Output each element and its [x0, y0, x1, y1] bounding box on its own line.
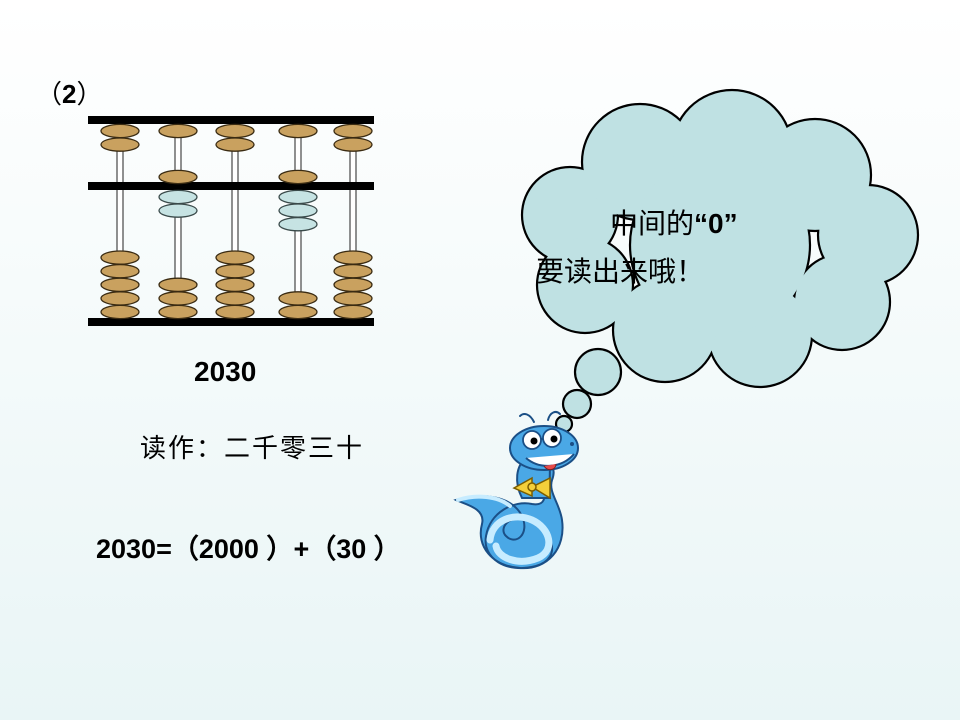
- abacus-lower-bead-4-1: [278, 189, 318, 205]
- decomposition-equation: 2030=（2000 ）+（30 ）: [96, 527, 401, 566]
- abacus-upper-bead-1-2: [100, 137, 140, 152]
- abacus-upper-bead-5-2: [333, 137, 373, 152]
- abacus-lower-bead-2-4: [158, 291, 198, 306]
- abacus-lower-bead-5-3: [333, 277, 373, 293]
- abacus-lower-bead-3-1: [215, 250, 255, 265]
- equation-open-paren-2: （: [309, 534, 337, 564]
- equation-plus: +: [293, 534, 310, 564]
- abacus-lower-bead-3-4: [215, 291, 255, 306]
- abacus-lower-bead-4-3: [278, 216, 318, 232]
- abacus-middle-beam: [88, 182, 374, 190]
- thought-bubble-icon: [520, 88, 920, 434]
- abacus: [88, 116, 374, 326]
- abacus-lower-bead-1-2: [100, 263, 140, 279]
- abacus-upper-bead-5-1: [333, 123, 373, 139]
- snake-coil: [486, 513, 553, 565]
- number-text: 2030: [194, 356, 257, 387]
- abacus-upper-bead-3-2: [215, 137, 255, 152]
- abacus-upper-bead-2-1: [158, 123, 198, 139]
- abacus-lower-bead-4-4: [278, 291, 318, 306]
- abacus-lower-bead-1-4: [100, 291, 140, 306]
- bubble-zero-quote: “0”: [694, 208, 738, 239]
- abacus-upper-bead-4-1: [278, 123, 318, 139]
- abacus-lower-bead-4-5: [278, 304, 318, 320]
- abacus-lower-bead-5-4: [333, 291, 373, 306]
- bubble-text-line2: 要读出来哦！: [536, 255, 705, 288]
- abacus-upper-bead-3-1: [215, 123, 255, 139]
- abacus-lower-bead-3-2: [215, 263, 255, 279]
- problem-close-paren: ）: [76, 80, 103, 110]
- abacus-upper-bead-1-1: [100, 123, 140, 139]
- equation-tens-value: 30: [336, 534, 367, 564]
- bubble-prefix: 中间的: [610, 207, 695, 240]
- equation-close-paren-1: ）: [258, 534, 294, 564]
- abacus-lower-bead-1-5: [100, 304, 140, 320]
- abacus-lower-bead-1-3: [100, 277, 140, 293]
- snake-tail: [456, 494, 512, 508]
- problem-number: 2: [62, 79, 77, 109]
- abacus-lower-bead-2-5: [158, 304, 198, 320]
- reading-text: 读作：二千零三十: [140, 434, 365, 464]
- problem-number-label: （2）: [36, 74, 103, 111]
- equation-lhs: 2030=: [96, 534, 172, 564]
- abacus-lower-bead-3-3: [215, 277, 255, 293]
- equation-open-paren-1: （: [171, 534, 199, 564]
- abacus-upper-bead-4-2: [278, 169, 318, 185]
- abacus-lower-bead-4-2: [278, 203, 318, 218]
- equation-close-paren-2: ）: [366, 534, 401, 564]
- abacus-top-beam: [88, 116, 374, 124]
- abacus-lower-bead-2-3: [158, 277, 198, 293]
- problem-open-paren: （: [36, 80, 63, 110]
- equation-thousands-value: 2000: [198, 534, 259, 564]
- abacus-lower-bead-5-2: [333, 263, 373, 279]
- abacus-lower-bead-5-1: [333, 250, 373, 265]
- bubble-text-line1: 中间的“0”: [610, 202, 738, 242]
- abacus-lower-bead-5-5: [333, 304, 373, 320]
- abacus-bottom-beam: [88, 318, 374, 326]
- abacus-lower-bead-1-1: [100, 250, 140, 265]
- abacus-lower-bead-2-1: [158, 189, 198, 205]
- abacus-lower-bead-3-5: [215, 304, 255, 320]
- snake-icon: [453, 411, 579, 570]
- abacus-lower-bead-2-2: [158, 203, 198, 218]
- abacus-upper-bead-2-2: [158, 169, 198, 185]
